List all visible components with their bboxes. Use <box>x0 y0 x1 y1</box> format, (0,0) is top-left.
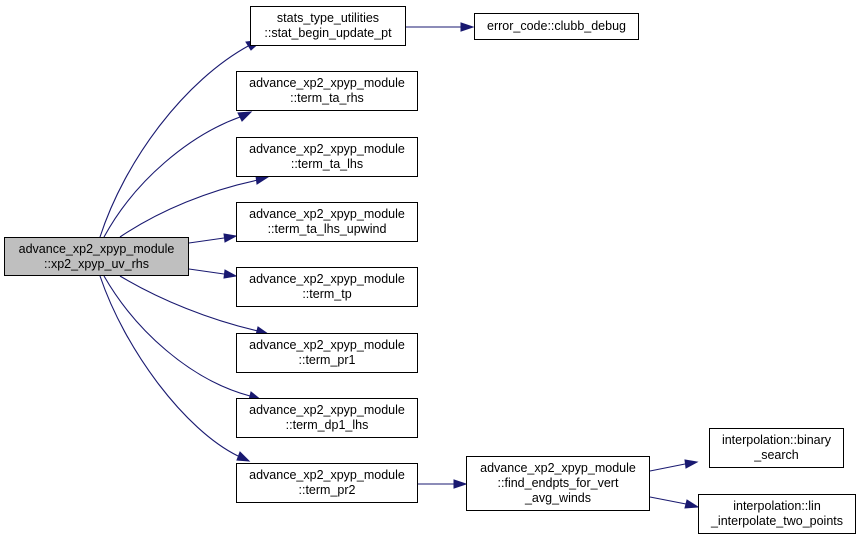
edge-root-to-term-pr2 <box>99 275 239 457</box>
node-term-pr2[interactable]: advance_xp2_xpyp_module ::term_pr2 <box>236 463 418 503</box>
arrowhead-find-endpts <box>453 479 468 489</box>
node-label-line: _avg_winds <box>524 491 591 505</box>
node-label-line: error_code::clubb_debug <box>487 19 626 33</box>
node-binary-search[interactable]: interpolation::binary _search <box>709 428 844 468</box>
node-clubb-debug[interactable]: error_code::clubb_debug <box>474 13 639 40</box>
edge-root-to-term-ta-lhs-upwind <box>188 237 225 244</box>
edge-root-to-term-ta-lhs <box>119 179 259 238</box>
node-label-line: advance_xp2_xpyp_module <box>18 241 175 256</box>
arrowhead-clubb-debug <box>460 22 475 32</box>
node-term-tp[interactable]: advance_xp2_xpyp_module ::term_tp <box>236 267 418 307</box>
arrowhead-lin-interpolate <box>684 499 700 509</box>
node-label-line: advance_xp2_xpyp_module <box>249 207 405 221</box>
node-label-line: ::stat_begin_update_pt <box>264 26 392 40</box>
node-term-ta-rhs[interactable]: advance_xp2_xpyp_module ::term_ta_rhs <box>236 71 418 111</box>
arrowhead-term-ta-lhs <box>255 175 270 185</box>
node-label-line: interpolation::binary <box>721 433 832 447</box>
node-label-line: ::term_pr2 <box>298 483 356 497</box>
node-label-line: stats_type_utilities <box>276 11 380 25</box>
node-label-line: advance_xp2_xpyp_module <box>480 461 636 475</box>
node-term-pr1[interactable]: advance_xp2_xpyp_module ::term_pr1 <box>236 333 418 373</box>
node-label-line: ::xp2_xpyp_uv_rhs <box>44 256 149 271</box>
node-xp2-xpyp-uv-rhs: advance_xp2_xpyp_module ::xp2_xpyp_uv_rh… <box>4 237 189 276</box>
node-label-line: advance_xp2_xpyp_module <box>249 76 405 90</box>
edge-root-to-term-dp1-lhs <box>103 275 251 397</box>
node-label-line: ::find_endpts_for_vert <box>497 476 619 490</box>
arrowhead-term-pr2 <box>236 451 251 462</box>
arrowhead-binary-search <box>684 459 699 469</box>
node-label-line: _search <box>754 448 799 462</box>
node-label-line: advance_xp2_xpyp_module <box>249 338 405 352</box>
node-label-line: ::term_dp1_lhs <box>285 418 369 432</box>
node-label-line: ::term_pr1 <box>298 353 356 367</box>
node-label-line: advance_xp2_xpyp_module <box>249 272 405 286</box>
node-label-line: ::term_ta_lhs_upwind <box>267 222 387 236</box>
node-label-line: advance_xp2_xpyp_module <box>249 142 405 156</box>
node-label-line: interpolation::lin <box>733 499 821 513</box>
node-label-line: ::term_tp <box>302 287 352 301</box>
edge-find-endpts-to-binary-search <box>649 463 686 472</box>
node-label-line: _interpolate_two_points <box>710 514 844 528</box>
node-label-line: advance_xp2_xpyp_module <box>249 468 405 482</box>
edge-root-to-term-ta-rhs <box>103 116 241 238</box>
arrowhead-term-tp <box>223 269 238 279</box>
edge-root-to-term-tp <box>188 268 225 275</box>
node-term-dp1-lhs[interactable]: advance_xp2_xpyp_module ::term_dp1_lhs <box>236 398 418 438</box>
node-label-line: advance_xp2_xpyp_module <box>249 403 405 417</box>
node-label-line: ::term_ta_lhs <box>290 157 364 171</box>
node-find-endpts-for-vert-avg-winds[interactable]: advance_xp2_xpyp_module ::find_endpts_fo… <box>466 456 650 511</box>
node-lin-interpolate-two-points[interactable]: interpolation::lin _interpolate_two_poin… <box>698 494 856 534</box>
arrowhead-term-ta-lhs-upwind <box>223 233 238 243</box>
edge-root-to-term-pr1 <box>119 275 259 332</box>
edge-root-to-stat-begin-update-pt <box>99 44 251 238</box>
edge-find-endpts-to-lin-interpolate <box>649 496 687 505</box>
node-term-ta-lhs[interactable]: advance_xp2_xpyp_module ::term_ta_lhs <box>236 137 418 177</box>
node-label-line: ::term_ta_rhs <box>290 91 364 105</box>
node-stat-begin-update-pt[interactable]: stats_type_utilities ::stat_begin_update… <box>250 6 406 46</box>
node-term-ta-lhs-upwind[interactable]: advance_xp2_xpyp_module ::term_ta_lhs_up… <box>236 202 418 242</box>
arrowhead-term-ta-rhs <box>237 111 253 122</box>
